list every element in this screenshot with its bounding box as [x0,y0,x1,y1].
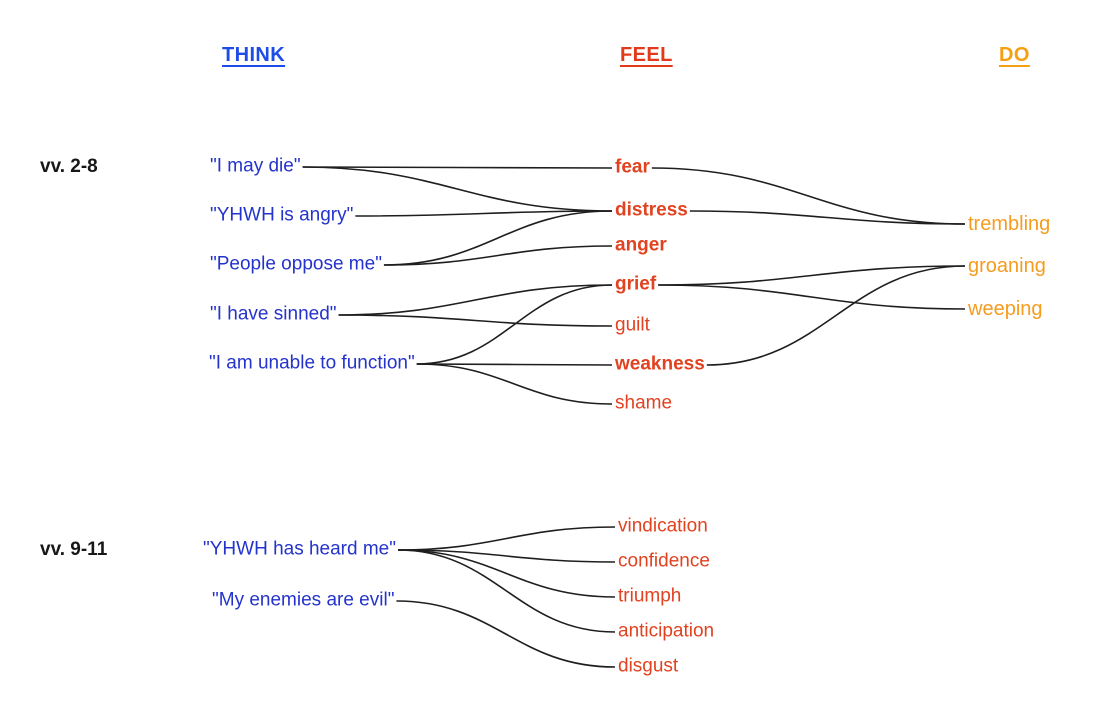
node-groaning: groaning [968,255,1046,277]
node-i-have-sinned: "I have sinned" [210,303,337,325]
edge-i-may-die-to-fear [302,166,613,169]
column-header-think: THINK [222,44,286,66]
node-triumph: triumph [618,585,682,607]
edge-yhwh-is-angry-to-distress [355,210,613,217]
node-weakness: weakness [615,353,705,375]
node-distress: distress [615,199,688,221]
node-trembling: trembling [968,213,1051,235]
edge-i-am-unable-to-function-to-weakness [416,363,613,366]
edge-i-am-unable-to-function-to-grief [416,284,613,365]
edge-fear-to-trembling [651,167,966,225]
edge-grief-to-groaning [658,265,966,286]
edge-people-oppose-me-to-distress [383,210,613,266]
verse-group-label-vv2-8: vv. 2-8 [40,156,98,177]
column-header-do: DO [999,44,1030,66]
edge-distress-to-trembling [689,210,966,225]
edge-i-am-unable-to-function-to-shame [416,363,613,405]
node-anger: anger [615,234,667,256]
edge-people-oppose-me-to-anger [383,245,613,266]
node-weeping: weeping [968,298,1043,320]
node-guilt: guilt [615,314,650,336]
edge-weakness-to-groaning [706,265,966,366]
edge-i-have-sinned-to-grief [338,284,613,316]
node-people-oppose-me: "People oppose me" [210,253,382,275]
node-i-am-unable-to-function: "I am unable to function" [209,352,415,374]
node-my-enemies-are-evil: "My enemies are evil" [212,589,395,611]
edge-yhwh-has-heard-me-to-anticipation [397,549,616,633]
node-vindication: vindication [618,515,708,537]
node-yhwh-is-angry: "YHWH is angry" [210,204,354,226]
edge-grief-to-weeping [658,284,966,310]
column-header-feel: FEEL [620,44,673,66]
edge-i-have-sinned-to-guilt [338,314,613,327]
node-shame: shame [615,392,673,414]
edge-my-enemies-are-evil-to-disgust [396,600,616,668]
edge-i-may-die-to-distress [302,166,613,212]
edge-yhwh-has-heard-me-to-confidence [397,549,616,563]
node-fear: fear [615,156,650,178]
node-yhwh-has-heard-me: "YHWH has heard me" [203,538,396,560]
verse-group-label-vv9-11: vv. 9-11 [40,539,108,560]
node-disgust: disgust [618,655,679,677]
edge-yhwh-has-heard-me-to-triumph [397,549,616,598]
edge-yhwh-has-heard-me-to-vindication [397,526,616,551]
node-confidence: confidence [618,550,710,572]
node-i-may-die: "I may die" [210,155,301,177]
node-anticipation: anticipation [618,620,715,642]
node-grief: grief [615,273,657,295]
